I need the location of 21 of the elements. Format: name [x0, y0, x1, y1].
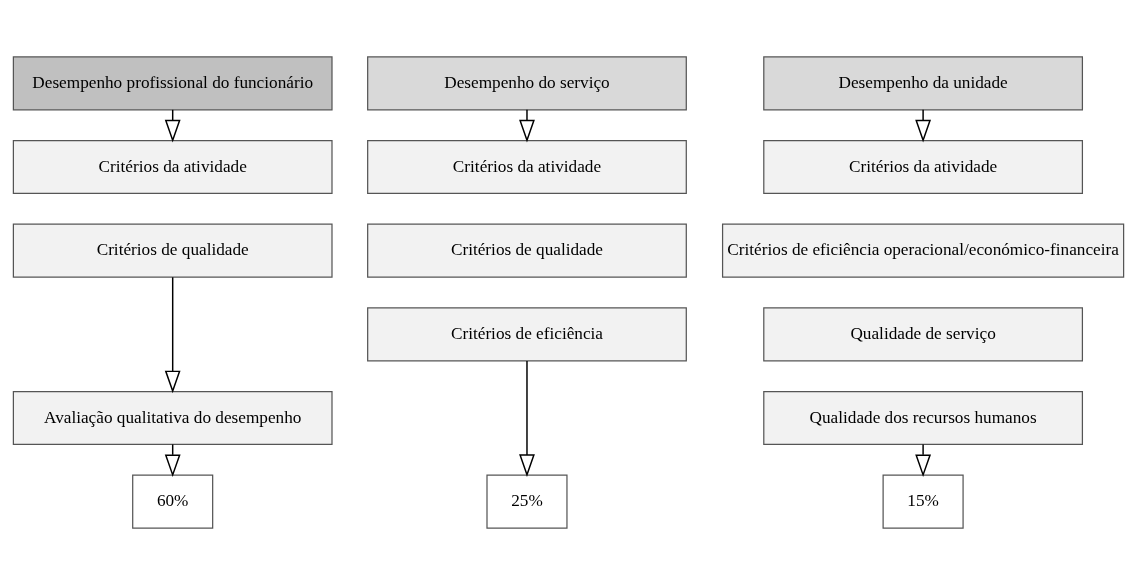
node-box: 60%	[132, 474, 214, 529]
node-box: 15%	[882, 474, 964, 529]
node-box: 25%	[486, 474, 568, 529]
node-box: Desempenho profissional do funcionário	[12, 55, 333, 110]
node-box: Qualidade dos recursos humanos	[763, 390, 1084, 445]
arrow	[915, 108, 932, 143]
arrow	[519, 359, 535, 477]
node-box: Critérios de eficiência operacional/económico-financeira	[721, 223, 1125, 278]
node-box: Critérios da atividade	[12, 139, 333, 194]
node-box: Critérios de qualidade	[367, 223, 687, 278]
arrow	[164, 276, 181, 393]
node-box: Avaliação qualitativa do desempenho	[12, 390, 333, 445]
node-box: Critérios de qualidade	[12, 223, 333, 278]
node-box: Critérios da atividade	[367, 139, 687, 194]
node-box: Qualidade de serviço	[763, 306, 1084, 361]
arrow	[915, 443, 932, 477]
arrow	[519, 108, 535, 143]
node-box: Desempenho da unidade	[763, 55, 1084, 110]
node-box: Desempenho do serviço	[367, 55, 687, 110]
node-box: Critérios de eficiência	[367, 306, 687, 361]
node-box: Critérios da atividade	[763, 139, 1084, 194]
